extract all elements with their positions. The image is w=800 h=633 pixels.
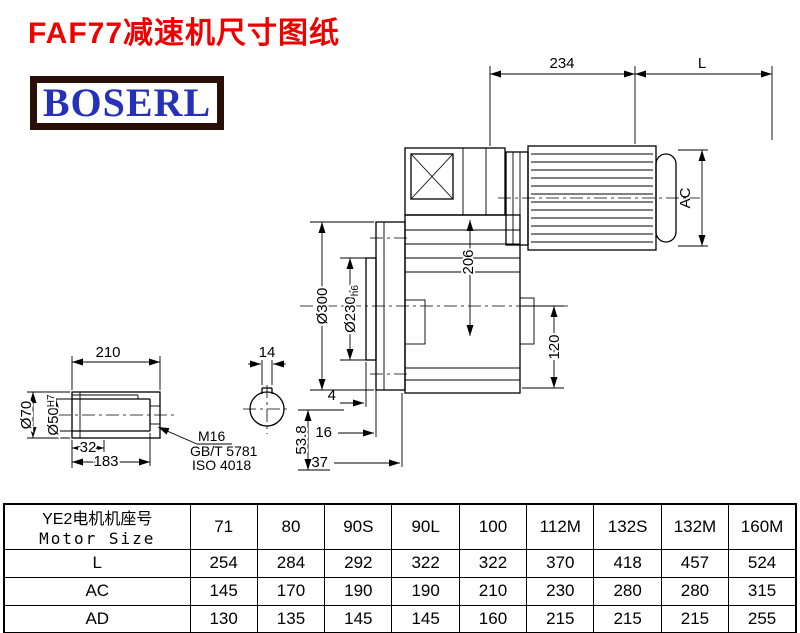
- motor-size-header-en: Motor Size: [39, 529, 156, 549]
- bore-section-view: [249, 387, 285, 427]
- table-cell: 215: [526, 604, 595, 633]
- table-cell: 145: [391, 604, 460, 633]
- table-cell: 135: [256, 604, 326, 633]
- table-cell: 418: [593, 548, 662, 578]
- table-cell: 322: [458, 548, 528, 578]
- dim-234-label: 234: [549, 55, 574, 72]
- table-cell: 370: [526, 548, 595, 578]
- table-cell: 90L: [391, 503, 460, 550]
- table-cell: 90S: [324, 503, 393, 550]
- dim-70-label: Ø70: [18, 401, 35, 429]
- table-cell: 160: [458, 604, 528, 633]
- table-row: AC 145 170 190 190 210 230 280 280 315: [3, 576, 797, 606]
- dim-spigot: Ø230h6: [340, 257, 366, 361]
- table-cell: 280: [593, 576, 662, 606]
- shaft-detail-view: [71, 391, 161, 439]
- dimension-table: YE2电机机座号 Motor Size 71 80 90S 90L 100 11…: [3, 503, 797, 633]
- table-cell: 315: [728, 576, 797, 606]
- table-cell: 145: [189, 576, 258, 606]
- dim-16-label: 16: [315, 424, 332, 441]
- dim-206-label: 206: [460, 249, 477, 274]
- dim-234: 234: [489, 55, 636, 146]
- table-cell: 100: [458, 503, 528, 550]
- table-cell: 524: [728, 548, 797, 578]
- dim-L-label: L: [698, 55, 706, 72]
- page-title: FAF77减速机尺寸图纸: [28, 17, 341, 50]
- table-cell: 145: [324, 604, 393, 633]
- table-cell: 280: [660, 576, 730, 606]
- table-row: AD 130 135 145 145 160 215 215 215 255: [3, 604, 797, 633]
- dim-face-offsets: 4 16 37 53.8: [291, 362, 403, 471]
- dim-300-label: Ø300: [314, 288, 331, 325]
- centerlines: [58, 197, 700, 434]
- thread-callout: M16 GB/T 5781 ISO 4018: [157, 426, 258, 473]
- table-cell: 132S: [593, 503, 662, 550]
- thread-label: M16: [198, 428, 225, 444]
- table-cell: 190: [391, 576, 460, 606]
- dim-4-label: 4: [328, 387, 336, 404]
- table-cell: 215: [660, 604, 730, 633]
- motor-outline: [505, 145, 677, 251]
- table-cell: 170: [256, 576, 326, 606]
- table-cell: 130: [189, 604, 258, 633]
- dim-motor-length: L: [635, 55, 773, 140]
- dim-230h6-label: Ø230h6: [342, 285, 361, 333]
- row-label-cell: AD: [3, 604, 191, 633]
- row-label-cell: L: [3, 548, 191, 578]
- table-cell: 322: [391, 548, 460, 578]
- thread-std2-label: ISO 4018: [192, 457, 251, 473]
- table-cell: 160M: [728, 503, 797, 550]
- dim-AC: AC: [677, 149, 708, 247]
- table-cell: 71: [189, 503, 258, 550]
- table-cell: 190: [324, 576, 393, 606]
- table-row: L 254 284 292 322 322 370 418 457 524: [3, 548, 797, 578]
- dim-183-label: 183: [93, 453, 118, 470]
- dim-37-label: 37: [311, 454, 328, 471]
- boserl-logo-text: BOSERL: [42, 80, 212, 125]
- dim-32-label: 32: [80, 439, 97, 456]
- table-cell: 230: [526, 576, 595, 606]
- boserl-logo: BOSERL: [30, 76, 224, 130]
- thread-std1-label: GB/T 5781: [190, 443, 258, 459]
- dim-14: 14: [248, 344, 286, 385]
- motor-size-header-cell: YE2电机机座号 Motor Size: [3, 503, 191, 550]
- table-cell: 284: [256, 548, 326, 578]
- dim-120-label: 120: [546, 334, 563, 359]
- table-cell: 112M: [526, 503, 595, 550]
- dim-50H7-label: Ø50H7: [45, 394, 62, 436]
- table-cell: 80: [256, 503, 326, 550]
- table-cell: 457: [660, 548, 730, 578]
- table-cell: 132M: [660, 503, 730, 550]
- dim-210-label: 210: [95, 344, 120, 361]
- dim-AC-label: AC: [677, 187, 694, 208]
- table-cell: 292: [324, 548, 393, 578]
- row-label-cell: AC: [3, 576, 191, 606]
- dim-flange-od: Ø300: [310, 221, 374, 391]
- dim-shaft-od: Ø70: [16, 391, 70, 439]
- dim-53-8-label: 53.8: [293, 425, 310, 454]
- table-cell: 255: [728, 604, 797, 633]
- output-flange: [365, 221, 410, 391]
- dim-14-label: 14: [259, 344, 276, 361]
- dim-bore: Ø50H7: [43, 392, 72, 438]
- technical-drawing: 234 L AC 206 Ø300: [16, 55, 773, 473]
- table-cell: 210: [458, 576, 528, 606]
- table-header-row: YE2电机机座号 Motor Size 71 80 90S 90L 100 11…: [3, 503, 797, 550]
- dim-206: 206: [458, 220, 479, 336]
- motor-size-header-cn: YE2电机机座号: [42, 511, 153, 529]
- dim-32: 32: [71, 437, 105, 468]
- table-cell: 215: [593, 604, 662, 633]
- table-cell: 254: [189, 548, 258, 578]
- dim-210: 210: [71, 344, 161, 390]
- dim-120: 120: [522, 305, 565, 389]
- dim-183: 183: [72, 433, 151, 472]
